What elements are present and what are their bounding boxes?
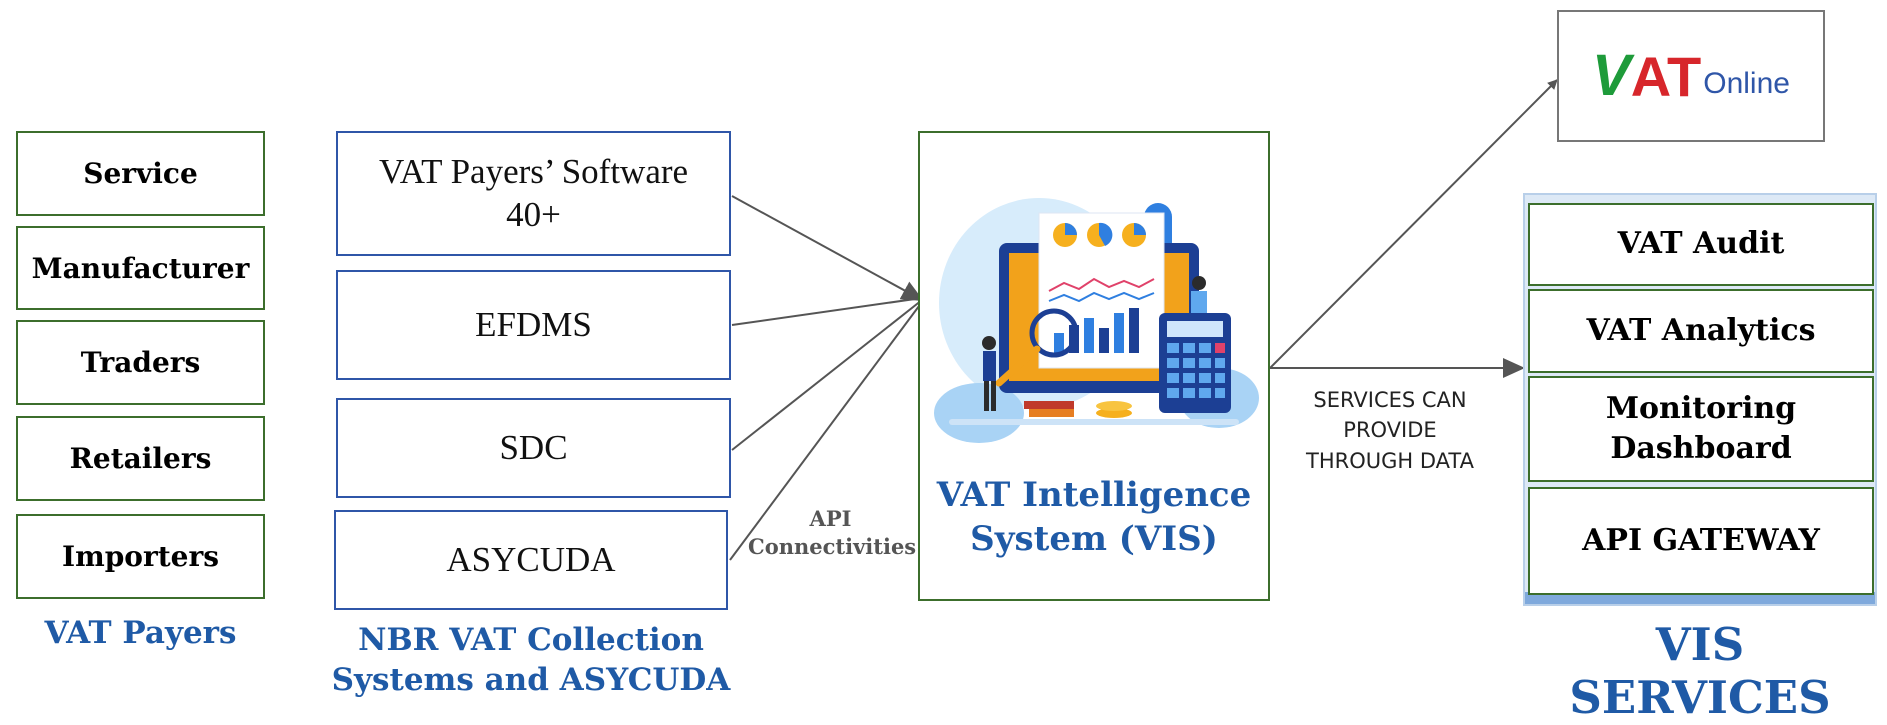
service-monitoring-dashboard: Monitoring Dashboard [1528, 376, 1874, 482]
vat-online-box: V AT Online [1557, 10, 1825, 142]
payer-traders: Traders [16, 320, 265, 405]
api-connectivities-label: API Connectivities [748, 506, 917, 560]
system-efdms: EFDMS [336, 270, 731, 380]
system-asycuda: ASYCUDA [334, 510, 728, 610]
payer-service: Service [16, 131, 265, 216]
arrow-sdc-to-vis [731, 299, 923, 451]
analytics-illustration [934, 198, 1259, 443]
arrow-vis-to-vatonline [1269, 79, 1558, 369]
vis-box: VAT Intelligence System (VIS) [918, 131, 1270, 601]
system-sdc: SDC [336, 398, 731, 498]
vat-payers-caption: VAT Payers [44, 615, 237, 651]
arrow-asycuda-to-vis [729, 301, 923, 561]
system-vat-payers-software: VAT Payers’ Software 40+ [336, 131, 731, 256]
vat-online-logo: V AT Online [1592, 47, 1790, 105]
payer-retailers: Retailers [16, 416, 265, 501]
service-api-gateway: API GATEWAY [1528, 487, 1874, 595]
logo-v: V [1592, 43, 1631, 108]
software-count: 40+ [506, 194, 561, 234]
collection-systems-caption: NBR VAT Collection Systems and ASYCUDA [331, 622, 731, 699]
vis-services-caption: VIS SERVICES [1569, 618, 1831, 724]
vis-title: VAT Intelligence System (VIS) [936, 475, 1252, 560]
service-vat-audit: VAT Audit [1528, 203, 1874, 286]
logo-at: AT [1630, 45, 1702, 108]
arrow-efdms-to-vis [731, 297, 923, 326]
services-provide-note: SERVICES CAN PROVIDE THROUGH DATA [1306, 388, 1474, 473]
payer-manufacturer: Manufacturer [16, 226, 265, 310]
service-vat-analytics: VAT Analytics [1528, 289, 1874, 373]
software-label: VAT Payers’ Software [378, 151, 689, 191]
logo-online: Online [1703, 67, 1790, 100]
arrow-software-to-vis [731, 195, 924, 301]
payer-importers: Importers [16, 514, 265, 599]
